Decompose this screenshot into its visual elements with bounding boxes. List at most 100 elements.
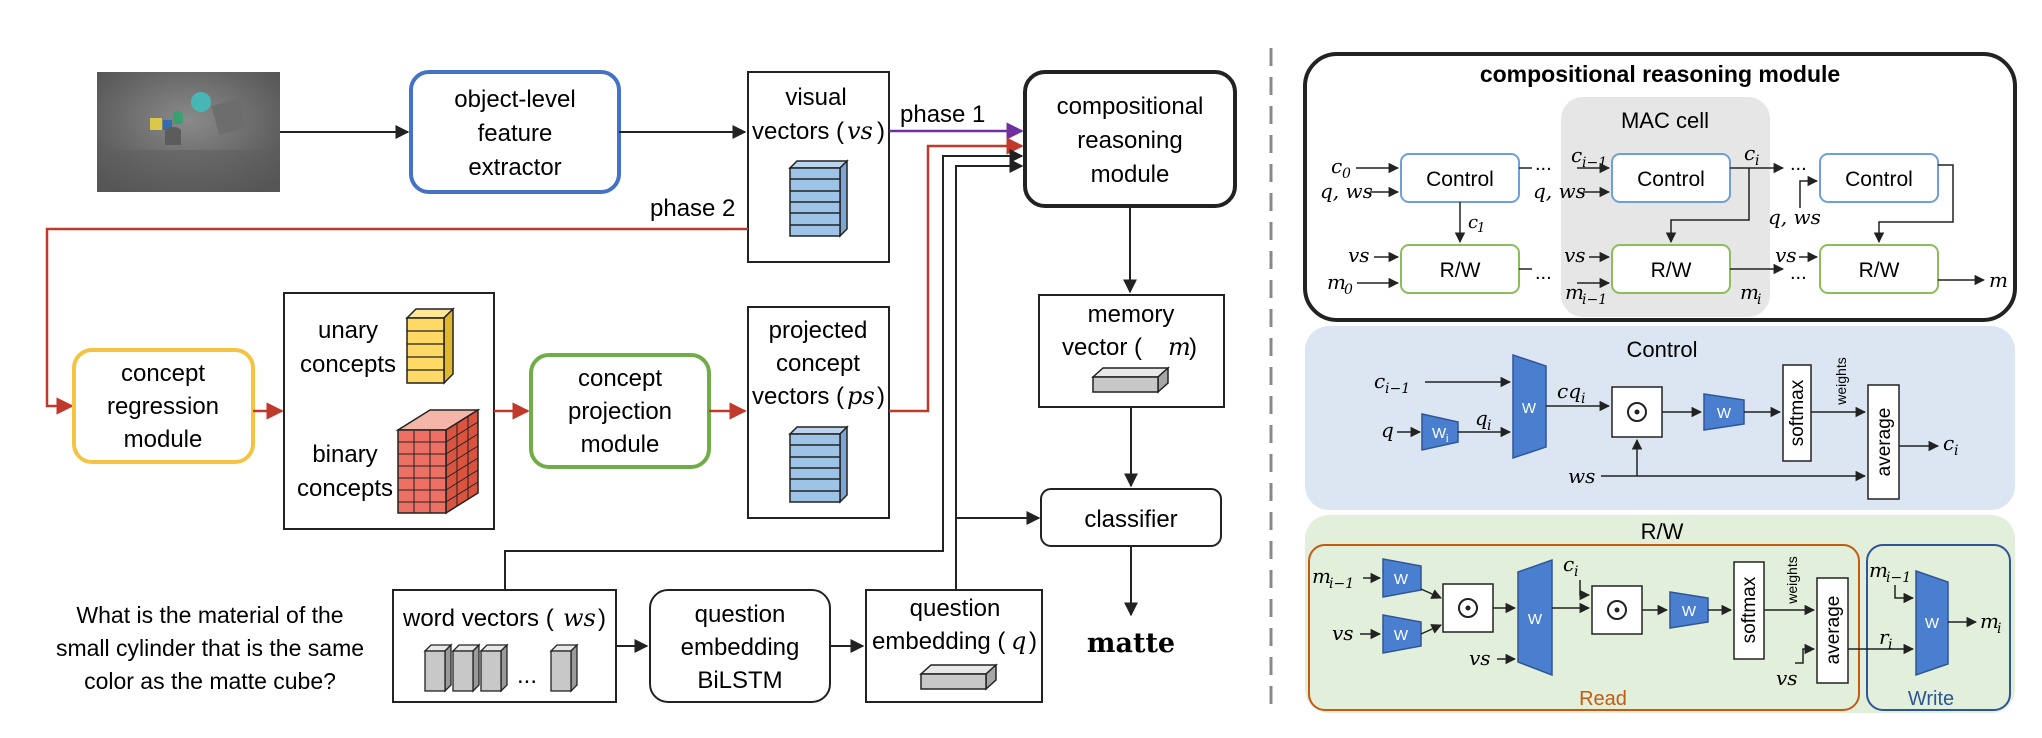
- memory-line2a: vector (: [1062, 334, 1142, 361]
- rw-box-3: [1819, 244, 1939, 294]
- ctrl-ci-sub: i: [1954, 443, 1958, 459]
- arrow-question-embedding-to-crm: [955, 159, 1024, 590]
- m0-sub: 0: [1344, 282, 1353, 298]
- projected-concept-vectors-box: projected concept vectors ( ps ): [747, 306, 890, 519]
- ctrl-softmax-box: [1782, 364, 1812, 462]
- ctrl-qi-label: q: [1475, 406, 1488, 430]
- arrow-phase2: [45, 227, 748, 415]
- feature-extractor-line1: object-level: [454, 86, 575, 113]
- arrow-control3-to-rw3: [1873, 164, 1954, 244]
- binary-concepts-line2: concepts: [297, 475, 393, 502]
- rw-vs-label-2: vs: [1469, 646, 1491, 670]
- q-embedding-line1: question: [910, 595, 1001, 622]
- question-embedding-bilstm-box: question embedding BiLSTM: [649, 589, 831, 703]
- ctrl-cq-label: cq: [1557, 379, 1581, 403]
- q-embedding-line2b: ): [1029, 628, 1037, 655]
- phase1-label: phase 1: [900, 101, 985, 128]
- projection-line3: module: [581, 431, 660, 458]
- ctrl-w-trapezoid-1: [1512, 353, 1547, 460]
- ctrl-wi-label: W: [1432, 425, 1447, 442]
- ctrl-cq-sub: i: [1581, 391, 1585, 407]
- classifier-label: classifier: [1084, 506, 1177, 533]
- rw-average-label: average: [1823, 596, 1844, 665]
- mi-label: m: [1740, 280, 1759, 304]
- write-mi-minus-sub: i−1: [1886, 570, 1911, 586]
- ctrl-wi-sub: i: [1446, 433, 1448, 445]
- ctrl-qi-sub: i: [1487, 418, 1491, 434]
- visual-vectors-box: visual vectors ( vs ): [747, 71, 890, 263]
- ctrl-softmax-label: softmax: [1787, 379, 1808, 446]
- arrow-projected-to-crm: [889, 137, 1024, 413]
- rw-w-trapezoid-1: [1382, 558, 1422, 598]
- unary-concepts-line2: concepts: [300, 351, 396, 378]
- question-line3: color as the matte cube?: [84, 668, 336, 694]
- rw-w-label-2: W: [1394, 627, 1409, 644]
- write-label: Write: [1908, 688, 1954, 710]
- control-box-3-label: Control: [1845, 168, 1913, 191]
- q-embedding-line2a: embedding (: [872, 628, 1005, 655]
- word-vectors-box: word vectors ( ws ) ...: [392, 589, 617, 703]
- vs-label-3: vs: [1775, 243, 1797, 267]
- arrow-control2-to-rw2: [1665, 168, 1750, 244]
- question-text: What is the material of the small cylind…: [56, 602, 364, 694]
- rw-product-icon-1: [1458, 598, 1478, 618]
- answer-text: matte: [1087, 628, 1175, 659]
- question-line1: What is the material of the: [76, 602, 343, 628]
- projection-line1: concept: [578, 365, 662, 392]
- memory-vector-icon: [1091, 366, 1170, 394]
- rw-w-trapezoid-3: [1517, 558, 1553, 677]
- control-box-2: [1611, 153, 1731, 203]
- crm-line1: compositional: [1057, 93, 1204, 120]
- word-vectors-icons: [423, 643, 579, 693]
- rw-average-box: [1816, 577, 1849, 684]
- visual-vectors-line2a: vectors (: [752, 118, 844, 145]
- memory-line2b: ): [1189, 334, 1197, 361]
- ctrl-w-label-1: W: [1522, 400, 1537, 417]
- ellipsis-2: ...: [1535, 262, 1552, 284]
- visual-vectors-line2b: ): [877, 118, 885, 145]
- rw-w-trapezoid-2: [1382, 614, 1422, 654]
- write-w-label: W: [1925, 615, 1940, 632]
- rw-w-label-4: W: [1682, 603, 1697, 620]
- projected-line3a: vectors (: [752, 383, 844, 410]
- crm-line2: reasoning: [1077, 127, 1182, 154]
- projected-var: ps: [847, 382, 875, 410]
- word-vectors-ellipsis: ...: [517, 662, 537, 689]
- c1-label: c: [1468, 212, 1478, 233]
- write-mi-sub: i: [1997, 621, 2001, 637]
- arrow-word-vectors-to-crm: [504, 149, 1024, 590]
- rw-box-3-label: R/W: [1859, 259, 1900, 282]
- rw-mi-minus-label: m: [1312, 564, 1331, 588]
- classifier-box: classifier: [1040, 488, 1222, 547]
- crm-detail-title: compositional reasoning module: [1480, 61, 1840, 87]
- feature-extractor-line2: feature: [478, 120, 553, 147]
- control-detail-panel: Control c i−1 q W i q i W cq i W softmax…: [1305, 326, 2015, 510]
- arrow-rw-ci: [1579, 580, 1591, 601]
- word-vectors-var: ws: [563, 604, 596, 632]
- rw-box-2-label: R/W: [1651, 259, 1692, 282]
- c0-label: c: [1331, 154, 1342, 178]
- unary-concepts-line1: unary: [318, 317, 378, 344]
- write-region: [1866, 544, 2011, 711]
- ctrl-ci-label: c: [1943, 431, 1954, 455]
- rw-vs-label-3: vs: [1776, 666, 1798, 690]
- rw-box-1-label: R/W: [1440, 259, 1481, 282]
- concepts-box: unary concepts binary concepts: [283, 292, 495, 530]
- concept-projection-module: concept projection module: [529, 353, 711, 469]
- rw-ci-sub: i: [1574, 564, 1578, 580]
- memory-var: m: [1168, 333, 1191, 361]
- write-mi-minus-label: m: [1869, 558, 1888, 582]
- control-box-2-label: Control: [1637, 168, 1705, 191]
- arrow-rw-vs-3: [1795, 643, 1816, 664]
- ctrl-q-label: q: [1381, 418, 1394, 442]
- ctrl-w-label-2: W: [1717, 405, 1732, 422]
- control-panel-title: Control: [1627, 337, 1698, 362]
- ci-label: c: [1744, 141, 1755, 165]
- regression-line1: concept: [121, 360, 205, 387]
- ctrl-w-trapezoid-2: [1703, 393, 1745, 431]
- q-embedding-var: q: [1011, 627, 1026, 655]
- read-label: Read: [1579, 688, 1627, 710]
- visual-vectors-stack-icon: [788, 159, 849, 238]
- rw-mi-minus-sub: i−1: [1329, 576, 1354, 592]
